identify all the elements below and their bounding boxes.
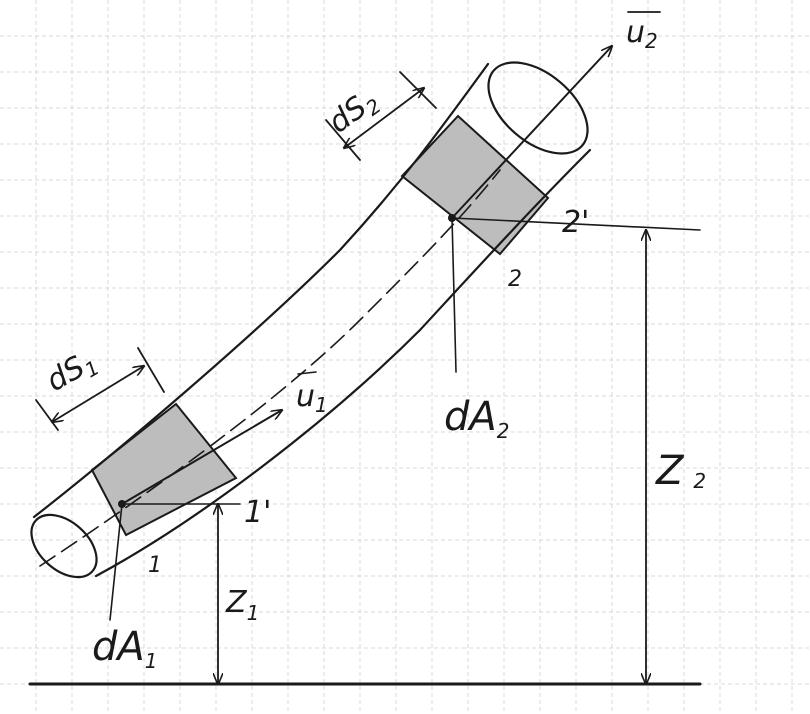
- tube-lower-wall: [94, 148, 592, 578]
- shaded-element-2: [400, 114, 550, 256]
- label-point-2-prime: 2': [562, 205, 589, 240]
- ref-line-2: [451, 217, 701, 231]
- center-streamline: [39, 169, 501, 567]
- u1-overbar: [297, 371, 317, 375]
- tube-outlet-ellipse: [487, 61, 589, 155]
- tube-inlet-ellipse: [30, 513, 98, 579]
- leader-dA1: [109, 503, 123, 621]
- label-point-1-prime: 1': [244, 495, 271, 530]
- leader-dA2: [451, 217, 457, 373]
- ds2-dimension-arrow: [344, 88, 424, 148]
- label-point-2: 2: [508, 267, 522, 292]
- velocity-vector-u2: [451, 46, 612, 219]
- label-ds2: dS2: [322, 82, 385, 143]
- label-point-1: 1: [148, 553, 162, 578]
- shaded-element-1: [90, 402, 238, 537]
- label-u2: u2: [626, 15, 658, 53]
- label-dA2: dA2: [444, 394, 510, 443]
- ds1-extension-right: [137, 347, 165, 393]
- label-u1: u1: [296, 379, 328, 417]
- ds1-dimension-arrow: [52, 366, 144, 422]
- velocity-vector-u1: [121, 410, 282, 505]
- tube-upper-wall: [32, 62, 490, 519]
- ds1-extension-left: [35, 399, 59, 431]
- label-z1: Z1: [225, 585, 259, 625]
- label-dA1: dA1: [92, 624, 158, 673]
